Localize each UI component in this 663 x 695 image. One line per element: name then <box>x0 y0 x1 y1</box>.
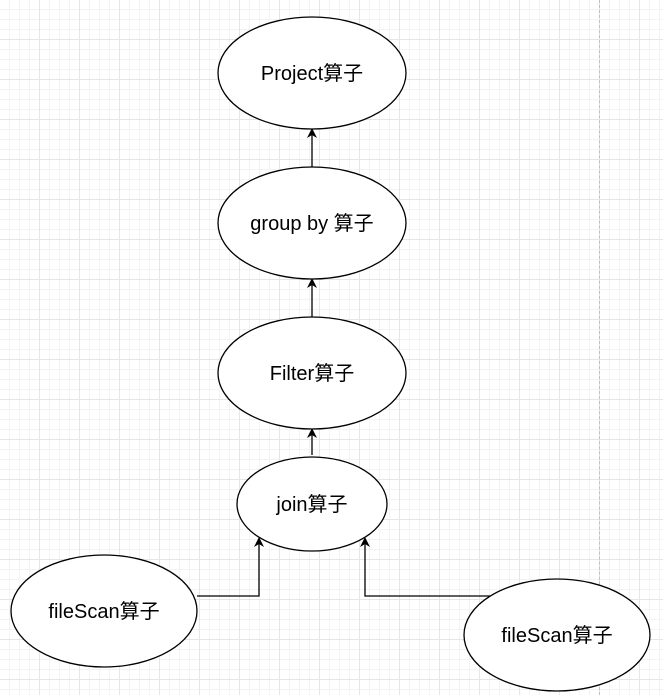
node-project[interactable]: Project算子 <box>217 16 407 130</box>
node-project-label: Project算子 <box>261 62 363 85</box>
node-filescan-right[interactable]: fileScan算子 <box>463 578 651 692</box>
node-filter[interactable]: Filter算子 <box>217 316 407 430</box>
node-groupby-label: group by 算子 <box>250 212 373 235</box>
node-groupby[interactable]: group by 算子 <box>217 166 407 280</box>
page-boundary-line <box>599 0 600 695</box>
node-join[interactable]: join算子 <box>236 456 388 552</box>
node-filescan-right-label: fileScan算子 <box>501 624 612 647</box>
node-join-label: join算子 <box>275 493 347 516</box>
node-filescan-left[interactable]: fileScan算子 <box>10 554 198 668</box>
node-filescan-left-label: fileScan算子 <box>48 600 159 623</box>
edge-filescan-right-to-join[interactable] <box>360 537 490 597</box>
node-filter-label: Filter算子 <box>270 362 354 385</box>
edge-filescan-left-to-join[interactable] <box>197 537 264 597</box>
